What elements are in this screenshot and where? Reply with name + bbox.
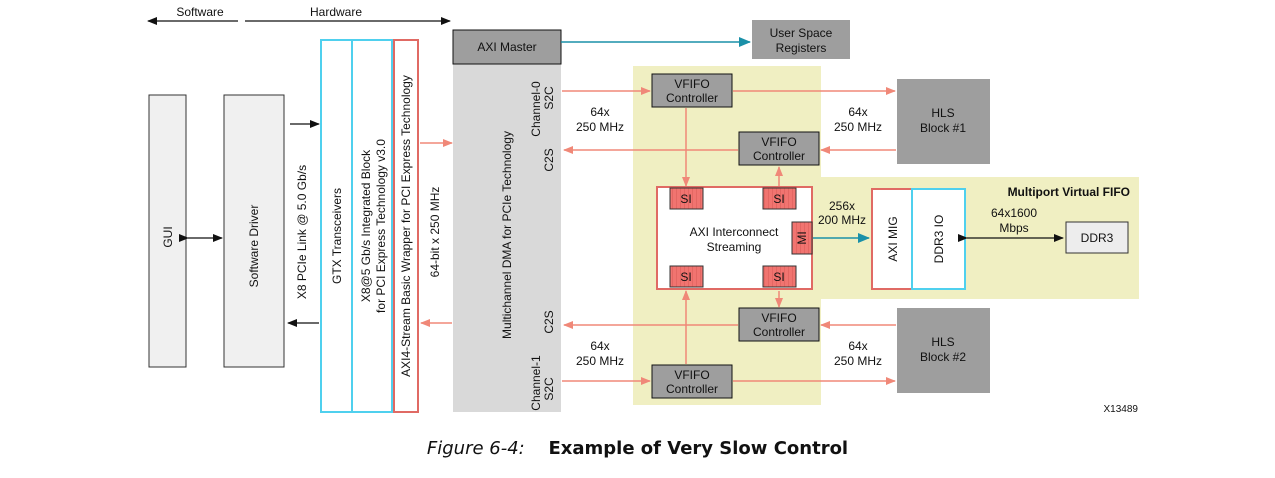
ddr3-io-label: DDR3 IO (932, 215, 946, 264)
mi-port (791, 221, 813, 255)
hls1-rate-250: 250 MHz (834, 120, 882, 134)
hls-block-1 (897, 79, 990, 164)
si-bottom-left-label: SI (680, 270, 691, 284)
rate-200mhz: 200 MHz (818, 213, 866, 227)
dma-label: Multichannel DMA for PCIe Technology (500, 131, 514, 339)
vfifo-s2c-0-label-1: VFIFO (674, 77, 709, 91)
channel0-label: Channel-0 (529, 81, 543, 137)
user-space-label-1: User Space (770, 26, 833, 40)
rate-mbps: Mbps (999, 221, 1028, 235)
interconnect-label-2: Streaming (707, 240, 762, 254)
software-label: Software (176, 5, 224, 19)
vfifo-controller-s2c-0 (651, 73, 733, 108)
ch0-rate-250: 250 MHz (576, 120, 624, 134)
vfifo-s2c-0-label-2: Controller (666, 91, 718, 105)
channel0-s2c-label: S2C (542, 86, 556, 110)
si-top-left-label: SI (680, 192, 691, 206)
hardware-label: Hardware (310, 5, 362, 19)
vfifo-controller-c2s-1 (738, 307, 820, 342)
figure-caption: Figure 6-4: Example of Very Slow Control (0, 438, 1275, 459)
vfifo-controller-s2c-1 (651, 364, 733, 399)
hls2-rate-64x: 64x (848, 339, 867, 353)
user-space-label-2: Registers (776, 41, 827, 55)
hls2-label-1: HLS (931, 335, 954, 349)
si-port-top-left (669, 187, 704, 210)
si-bottom-right-label: SI (773, 270, 784, 284)
dma-block (453, 63, 561, 412)
user-space-registers-block (752, 20, 850, 59)
ch0-rate-64x: 64x (590, 105, 609, 119)
integrated-block-label-1: X8@5 Gb/s Integrated Block (359, 149, 373, 302)
rate-256x: 256x (829, 199, 855, 213)
software-driver-label: Software Driver (247, 205, 261, 288)
bus-width-label: 64-bit x 250 MHz (428, 187, 442, 278)
channel1-c2s-label: C2S (542, 310, 556, 333)
vfifo-c2s-0-label-1: VFIFO (761, 135, 796, 149)
channel1-s2c-label: S2C (542, 377, 556, 401)
hls1-label-1: HLS (931, 106, 954, 120)
ddr3-block (1065, 221, 1129, 254)
gui-block (148, 94, 187, 368)
ch1-rate-64x: 64x (590, 339, 609, 353)
axi-mig-label: AXI MIG (886, 216, 900, 261)
vfifo-controller-c2s-0 (738, 131, 820, 166)
pcie-link-label: X8 PCIe Link @ 5.0 Gb/s (295, 165, 309, 299)
caption-prefix: Figure 6-4: (426, 438, 525, 459)
gui-label: GUI (161, 226, 175, 247)
header-scope: Software Hardware (147, 5, 451, 25)
architecture-diagram: Software Hardware Multiport Virtual FIFO… (147, 5, 1139, 415)
multiport-vfifo-title: Multiport Virtual FIFO (1008, 185, 1130, 199)
si-port-top-right (762, 187, 797, 210)
mi-label: MI (795, 231, 809, 244)
ch1-rate-250: 250 MHz (576, 354, 624, 368)
axi-master-label: AXI Master (477, 40, 536, 54)
figure-id: X13489 (1104, 404, 1139, 415)
si-port-bottom-left (669, 265, 704, 288)
hls-block-2 (897, 308, 990, 393)
hls1-label-2: Block #1 (920, 121, 966, 135)
gtx-transceivers-label: GTX Transceivers (330, 188, 344, 284)
channel0-c2s-label: C2S (542, 148, 556, 171)
vfifo-c2s-0-label-2: Controller (753, 149, 805, 163)
channel1-label: Channel-1 (529, 355, 543, 411)
hls2-rate-250: 250 MHz (834, 354, 882, 368)
integrated-block (351, 39, 393, 413)
si-top-right-label: SI (773, 192, 784, 206)
vfifo-c2s-1-label-1: VFIFO (761, 311, 796, 325)
integrated-block-label-2: for PCI Express Technology v3.0 (374, 139, 388, 313)
axi-mig-block (871, 188, 913, 290)
si-port-bottom-right (762, 265, 797, 288)
axi-master-block (452, 29, 562, 65)
interconnect-label-1: AXI Interconnect (690, 225, 779, 239)
vfifo-s2c-1-label-1: VFIFO (674, 368, 709, 382)
axi4-wrapper-label: AXI4-Stream Basic Wrapper for PCI Expres… (399, 75, 413, 377)
vfifo-s2c-1-label-2: Controller (666, 382, 718, 396)
hls2-label-2: Block #2 (920, 350, 966, 364)
rate-64x1600: 64x1600 (991, 206, 1037, 220)
ddr3-label: DDR3 (1081, 231, 1114, 245)
caption-title: Example of Very Slow Control (548, 438, 849, 459)
vfifo-c2s-1-label-2: Controller (753, 325, 805, 339)
software-driver-block (223, 94, 285, 368)
hls1-rate-64x: 64x (848, 105, 867, 119)
axi4-wrapper-block (393, 39, 419, 413)
